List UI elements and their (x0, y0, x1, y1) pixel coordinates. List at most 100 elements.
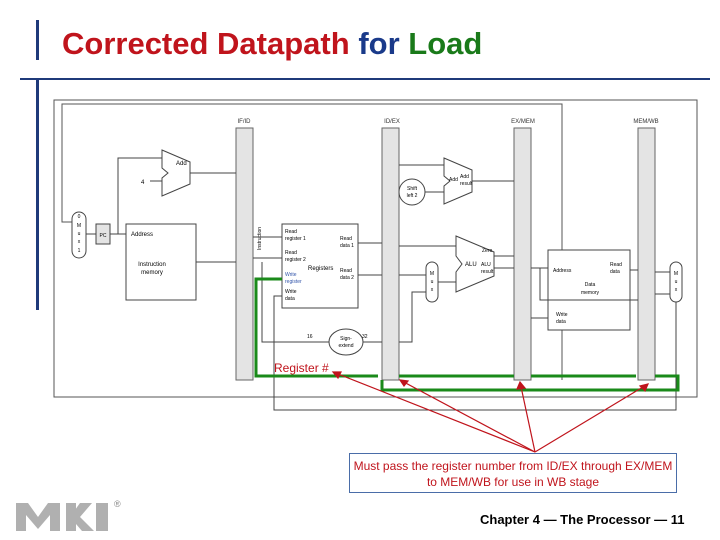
callout-arrowhead-4 (638, 383, 650, 393)
bits16-label: 16 (307, 334, 313, 340)
dmem-read-label-a: Read (610, 262, 622, 268)
logo-registered-mark: ® (114, 499, 121, 509)
branch-adder-label: Add (449, 177, 458, 183)
pc-mux-sel0: 0 (78, 214, 81, 220)
read-reg1-label-a: Read (285, 229, 297, 235)
alu-result-label-2: result (481, 269, 494, 275)
imm-to-signext-line (261, 262, 329, 343)
pc-mux-m: M (77, 223, 81, 229)
const-four-label: 4 (141, 180, 145, 186)
page-title: Corrected Datapath for Load (62, 26, 482, 62)
pipeline-register-memwb (637, 127, 656, 381)
register-file (281, 223, 359, 309)
instr-mem-label-1: Instruction (138, 262, 166, 268)
alu-mux-m: M (430, 271, 434, 277)
data-memory (547, 249, 631, 331)
wb-mux-m: M (674, 271, 678, 277)
callout-arrowhead-2 (398, 379, 410, 388)
left-accent-bar (36, 80, 39, 310)
read-data2-label-b: data 2 (340, 275, 354, 281)
imm-to-alumux-line (399, 291, 426, 343)
pc-label: PC (100, 233, 107, 239)
read-reg2-label-b: register 2 (285, 257, 306, 263)
alu-mux-u: u (431, 279, 434, 285)
slide-footer: Chapter 4 — The Processor — 11 (480, 512, 685, 527)
pipeline-register-idex (381, 127, 400, 381)
shift-label-2: left 2 (407, 193, 418, 199)
write-reg-label-a: Write (285, 272, 297, 278)
write-data-label-b: data (285, 296, 295, 302)
callout-arrow-2 (399, 379, 536, 453)
registers-label: Registers (308, 266, 333, 272)
alu-zero-label: Zero (482, 248, 493, 254)
instr-mem-label-2: memory (141, 270, 163, 276)
write-register-path-back (254, 277, 378, 378)
callout-arrow-1 (332, 371, 536, 453)
alu-label: ALU (465, 262, 477, 268)
branch-adder-add: Add (460, 174, 469, 180)
register-number-label: Register # (274, 361, 329, 375)
shift-left-2 (398, 178, 426, 206)
pc-mux-x: x (78, 239, 81, 245)
callout-arrow-4 (534, 383, 649, 453)
pipeline-register-ifid (235, 127, 254, 381)
pc-mux (71, 211, 87, 259)
aluresult-bypass-line (539, 268, 638, 301)
pipeline-label-memwb: MEM/WB (633, 119, 658, 125)
bits32-label: 32 (362, 334, 368, 340)
write-register-path-wb (380, 374, 680, 392)
instruction-memory (125, 223, 197, 301)
wb-mux-u: u (675, 279, 678, 285)
pc-mux-sel1: 1 (78, 248, 81, 254)
wb-mux-x: x (675, 287, 678, 293)
dmem-write-label-a: Write (556, 312, 568, 318)
shift-label-1: Shift (407, 186, 418, 192)
logo-bar-2 (96, 503, 108, 531)
pc-to-adder-line (117, 157, 162, 234)
alu-result-label-1: ALU (481, 262, 491, 268)
sign-extend (328, 328, 364, 356)
title-word-corrected: Corrected Datapath (62, 26, 350, 61)
read-data1-label-b: data 1 (340, 243, 354, 249)
explanation-callout: Must pass the register number from ID/EX… (349, 453, 677, 493)
branch-adder-result: result (460, 181, 473, 187)
branch-feedback-line (61, 103, 563, 380)
callout-arrow-3 (519, 381, 536, 453)
branch-adder (443, 157, 473, 205)
dmem-address-label: Address (553, 268, 572, 274)
dmem-label-2: memory (581, 290, 600, 296)
read-reg1-label-b: register 1 (285, 236, 306, 242)
writeback-data-line (273, 295, 677, 411)
pc-adder (161, 149, 191, 197)
pipeline-label-ifid: IF/ID (238, 119, 252, 125)
sign-extend-label-1: Sign- (340, 336, 352, 342)
dmem-read-label-b: data (610, 269, 620, 275)
callout-arrows (331, 371, 650, 453)
callout-arrowhead-3 (516, 380, 527, 390)
dmem-label-1: Data (585, 282, 596, 288)
title-accent-bar (36, 20, 39, 60)
pipeline-register-exmem (513, 127, 532, 381)
read-data2-label-a: Read (340, 268, 352, 274)
pc-adder-label: Add (176, 161, 187, 167)
pipeline-label-exmem: EX/MEM (511, 119, 535, 125)
title-word-load: Load (408, 26, 483, 61)
write-data-label-a: Write (285, 289, 297, 295)
pc-mux-u: u (78, 231, 81, 237)
pipeline-label-idex: ID/EX (384, 119, 400, 125)
read-reg2-label-a: Read (285, 250, 297, 256)
dmem-write-label-b: data (556, 319, 566, 325)
instr-mem-address-label: Address (131, 232, 153, 238)
logo-letter-k (70, 503, 94, 531)
publisher-logo: ® (16, 499, 121, 531)
read-data1-label-a: Read (340, 236, 352, 242)
sign-extend-label-2: extend (338, 343, 353, 349)
callout-arrowhead-1 (331, 371, 342, 380)
alu-mux-x: x (431, 287, 434, 293)
logo-letter-m (16, 503, 60, 531)
wb-mux (669, 261, 683, 303)
write-reg-label-b: register (285, 279, 302, 285)
instruction-label: Instruction (257, 227, 263, 250)
title-word-for: for (358, 26, 400, 61)
